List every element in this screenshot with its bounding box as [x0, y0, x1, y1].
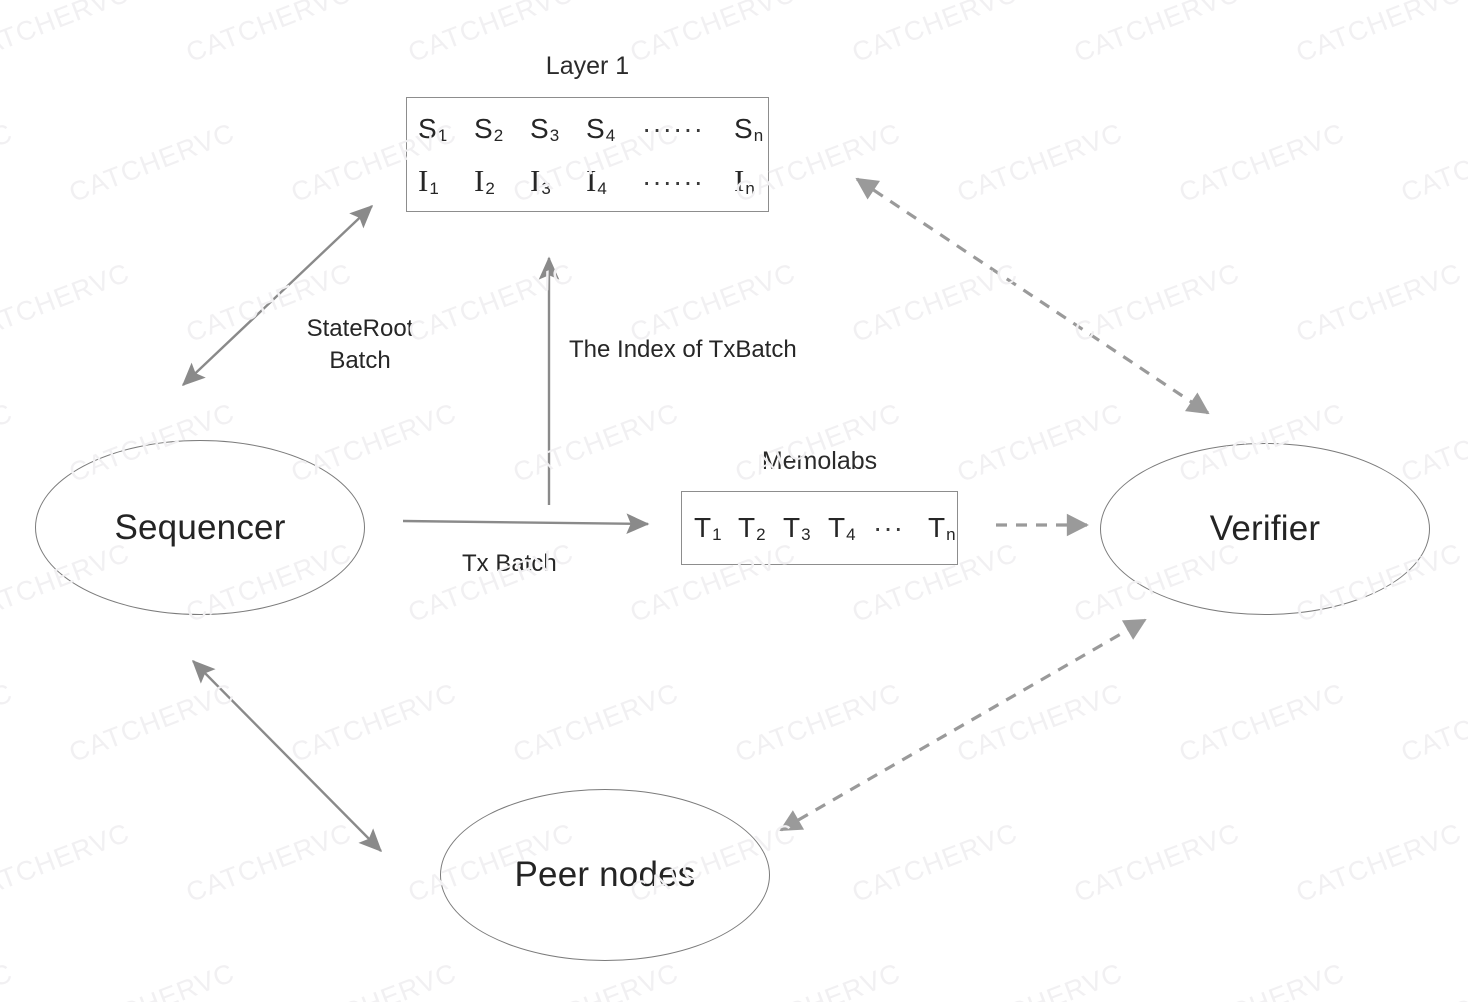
- layer1-cell-s1: S1: [418, 113, 448, 145]
- peer-nodes-label: Peer nodes: [514, 855, 696, 894]
- memolabs-cell-t4: T4: [828, 512, 856, 544]
- edge-label-stateroot-batch: StateRoot Batch: [265, 313, 455, 378]
- node-verifier[interactable]: Verifier: [1100, 443, 1430, 615]
- edge-sequencer-layer1: [181, 205, 374, 386]
- layer1-state-ellipsis: ······: [642, 113, 704, 144]
- edge-label-stateroot-line2: Batch: [329, 347, 391, 375]
- memolabs-title: Memolabs: [761, 447, 878, 475]
- memolabs-tx-row: T1 T2 T3 T4 ··· Tn: [694, 512, 956, 544]
- layer1-index-ellipsis: ······: [642, 166, 704, 197]
- sequencer-label: Sequencer: [114, 507, 286, 547]
- layer1-cell-i3: I3: [530, 163, 551, 198]
- layer1-box[interactable]: [406, 97, 769, 212]
- memolabs-cell-t2: T2: [738, 512, 766, 544]
- memolabs-box[interactable]: [681, 491, 958, 565]
- edge-label-tx-batch: Tx Batch: [462, 550, 557, 577]
- layer1-cell-s2: S2: [474, 113, 504, 145]
- edge-label-stateroot-line1: StateRoot: [306, 315, 414, 342]
- layer1-cell-in: In: [734, 163, 755, 198]
- layer1-index-row: I1 I2 I3 I4 ······ In: [418, 163, 755, 199]
- layer1-state-row: S1 S2 S3 S4 ······ Sn: [418, 113, 763, 145]
- layer1-title: Layer 1: [545, 52, 630, 80]
- layer1-cell-s4: S4: [586, 113, 616, 145]
- layer1-cell-i4: I4: [586, 163, 607, 198]
- memolabs-cell-t3: T3: [783, 512, 811, 544]
- edge-peernodes-verifier: [779, 618, 1147, 832]
- layer1-cell-i2: I2: [474, 163, 495, 198]
- memolabs-cell-t1: T1: [694, 512, 722, 544]
- memolabs-tx-ellipsis: ···: [873, 512, 904, 543]
- layer1-cell-sn: Sn: [734, 113, 764, 145]
- node-sequencer[interactable]: Sequencer: [35, 440, 365, 615]
- edge-layer1-verifier: [855, 177, 1210, 415]
- layer1-cell-i1: I1: [418, 163, 439, 198]
- memolabs-cell-tn: Tn: [928, 512, 956, 544]
- edge-tx-batch: [402, 513, 650, 535]
- layer1-cell-s3: S3: [530, 113, 560, 145]
- edge-sequencer-peernodes: [191, 659, 383, 853]
- node-peer-nodes[interactable]: Peer nodes: [440, 789, 770, 961]
- verifier-label: Verifier: [1209, 509, 1321, 548]
- edge-label-index-of-txbatch: The Index of TxBatch: [569, 336, 797, 363]
